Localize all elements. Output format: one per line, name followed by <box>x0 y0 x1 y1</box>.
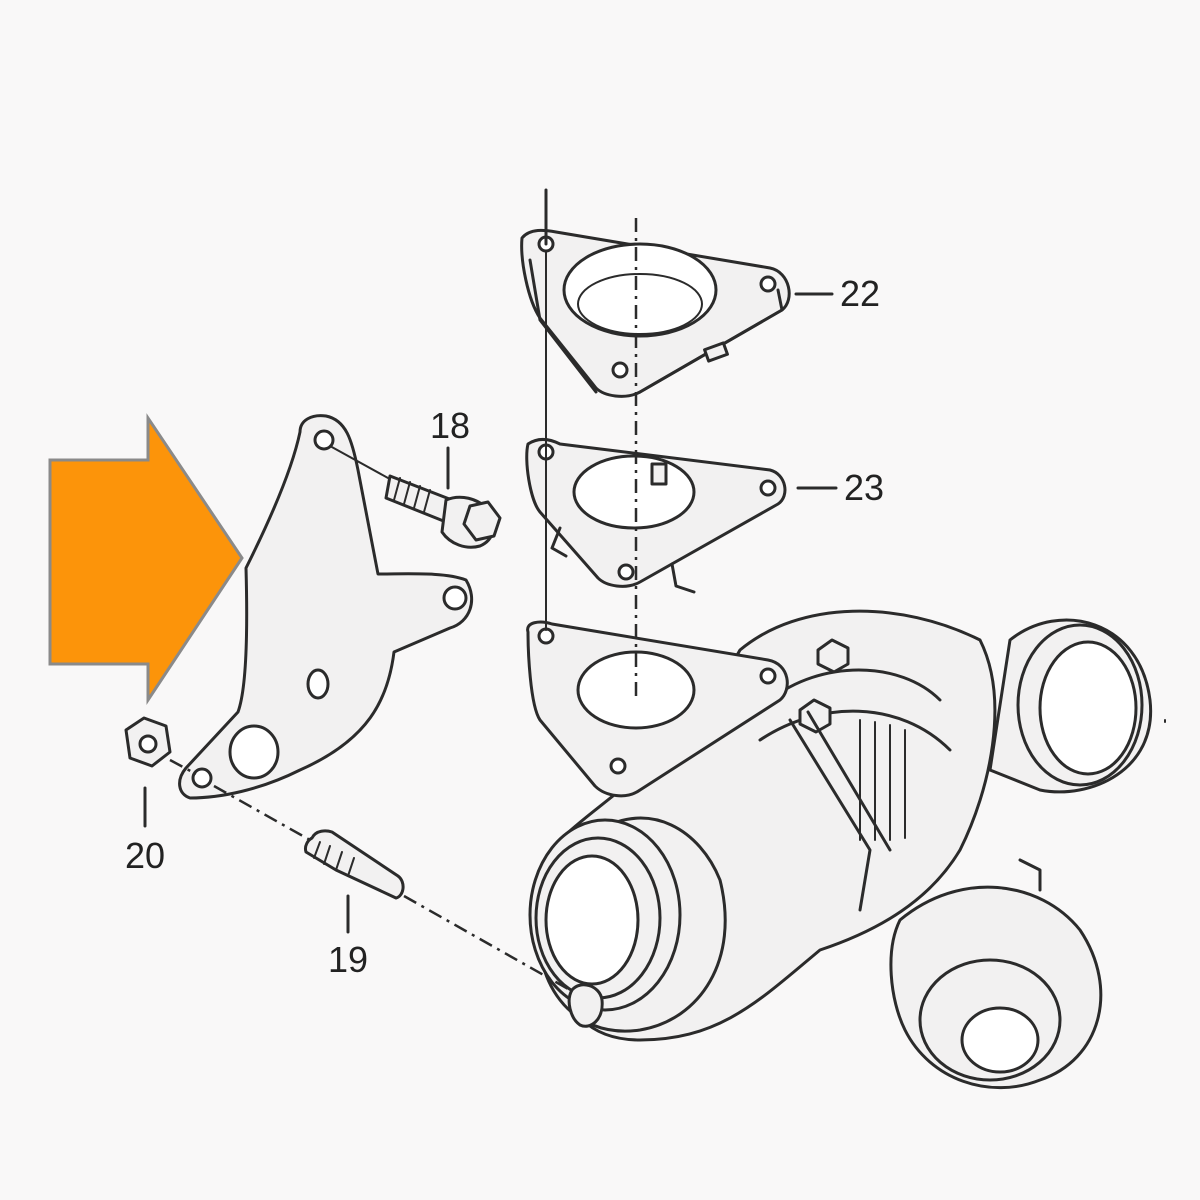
callout-20: 20 <box>125 835 165 876</box>
part-19-stud: 19 <box>213 784 571 992</box>
callout-19: 19 <box>328 939 368 980</box>
turbocharger <box>528 609 1166 1090</box>
callout-18: 18 <box>430 405 470 446</box>
callout-23: 23 <box>844 467 884 508</box>
callout-22: 22 <box>840 273 880 314</box>
part-18-bolt: 18 <box>329 405 502 549</box>
highlight-arrow <box>48 413 244 705</box>
part-20-nut: 20 <box>124 716 197 876</box>
part-22-flange <box>520 228 791 398</box>
part-23-gasket <box>525 437 787 594</box>
bracket-plate <box>178 414 474 800</box>
